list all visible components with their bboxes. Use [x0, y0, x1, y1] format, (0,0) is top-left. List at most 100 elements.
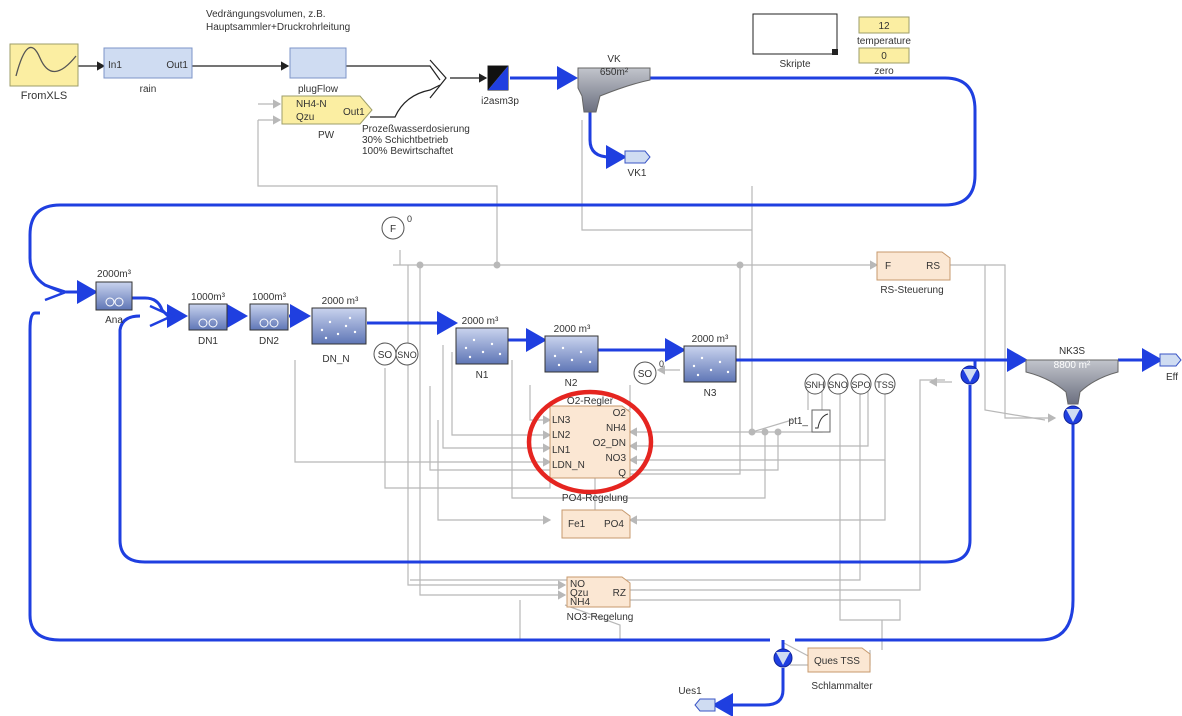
po4-out: PO4: [604, 519, 624, 530]
so-sensor[interactable]: SO: [373, 342, 397, 366]
vk-clarifier[interactable]: VK 650m²: [577, 54, 651, 113]
nk3s-label: NK3S: [1059, 346, 1085, 357]
n1-tank[interactable]: 2000 m³ N1: [455, 316, 509, 381]
vk1-outport[interactable]: VK1: [624, 150, 651, 179]
junction-dots: [416, 261, 782, 436]
n2-volume: 2000 m³: [554, 324, 591, 335]
ues1-outport[interactable]: Ues1: [678, 686, 716, 712]
nk3s-clarifier[interactable]: NK3S 8800 m²: [1025, 346, 1119, 405]
plugflow-label: plugFlow: [298, 84, 339, 95]
dn1-volume: 1000m³: [191, 292, 226, 303]
vk-label: VK: [607, 54, 621, 65]
dn2-tank[interactable]: 1000m³ DN2: [249, 292, 289, 347]
skripte-block[interactable]: Skripte: [752, 13, 838, 70]
zero-value: 0: [881, 51, 887, 62]
dnn-tank[interactable]: 2000 m³ DN_N: [311, 296, 367, 365]
so2-label: SO: [638, 369, 653, 380]
rain-in-port: In1: [108, 60, 122, 71]
snh-label: SNH: [805, 380, 824, 390]
spo-label: SPO: [851, 380, 870, 390]
o2-regler-block[interactable]: O2-Regler LN3 LN2 LN1 LDN_N O2 NH4 O2_DN…: [549, 396, 631, 479]
no3-regelung-block[interactable]: NO Qzu NH4 RZ NO3-Regelung: [566, 576, 634, 623]
sno2-sensor[interactable]: SNO: [827, 373, 849, 395]
annotation-line2: Hauptsammler+Druckrohrleitung: [206, 22, 350, 33]
schlammalter-label: Schlammalter: [811, 681, 873, 692]
dn1-label: DN1: [198, 336, 218, 347]
ques-label: Ques TSS: [814, 656, 860, 667]
skripte-label: Skripte: [779, 59, 811, 70]
no3-in-nh4: NH4: [570, 597, 590, 608]
ues1-label: Ues1: [678, 686, 702, 697]
fromxls-block[interactable]: FromXLS: [9, 43, 79, 102]
n3-label: N3: [704, 388, 717, 399]
dn2-volume: 1000m³: [252, 292, 287, 303]
flow-lines: [28, 66, 1163, 716]
no3-out: RZ: [613, 588, 626, 599]
o2-regler-title: O2-Regler: [567, 396, 614, 407]
ana-volume: 2000m³: [97, 269, 132, 280]
rs-label: RS-Steuerung: [880, 285, 943, 296]
n2-tank[interactable]: 2000 m³ N2: [544, 324, 599, 389]
i2asm3p-block[interactable]: i2asm3p: [481, 65, 519, 107]
input-signal-lines: [78, 61, 488, 118]
o2-out-q: Q: [618, 468, 626, 479]
schlammalter-block[interactable]: Ques TSS Schlammalter: [807, 647, 873, 692]
vk1-label: VK1: [628, 168, 647, 179]
n1-volume: 2000 m³: [462, 316, 499, 327]
pw-in-qzu: Qzu: [296, 112, 314, 123]
pw-note-line1: Prozeßwasserdosierung: [362, 124, 470, 135]
pw-note-line2: 30% Schichtbetrieb: [362, 135, 449, 146]
ana-mixer: [44, 283, 70, 302]
plugflow-block[interactable]: plugFlow: [289, 47, 347, 95]
temperature-constant[interactable]: 12 temperature: [857, 16, 911, 47]
mux-block[interactable]: [429, 59, 447, 99]
o2-in-ln1: LN1: [552, 445, 571, 456]
tss-label: TSS: [876, 380, 894, 390]
rain-out-port: Out1: [166, 60, 188, 71]
sno-sensor-label: SNO: [397, 350, 417, 360]
n3-tank[interactable]: 2000 m³ N3: [683, 334, 737, 399]
i2asm3p-label: i2asm3p: [481, 96, 519, 107]
o2-out-o2dn: O2_DN: [593, 438, 626, 449]
nk3s-area: 8800 m²: [1054, 360, 1091, 371]
rain-label: rain: [140, 84, 157, 95]
fromxls-label: FromXLS: [21, 90, 67, 102]
tss-sensor[interactable]: TSS: [874, 373, 896, 395]
f-sensor[interactable]: F 0: [381, 214, 412, 240]
pw-out: Out1: [343, 107, 365, 118]
dn2-label: DN2: [259, 336, 279, 347]
o2-in-ldnn: LDN_N: [552, 460, 585, 471]
pw-label: PW: [318, 130, 335, 141]
sno-sensor[interactable]: SNO: [395, 342, 419, 366]
nk3s-pump[interactable]: [1063, 405, 1083, 425]
temperature-value: 12: [878, 21, 890, 32]
dn-mixer: [149, 304, 176, 328]
annotation-line1: Vedrängungsvolumen, z.B.: [206, 9, 326, 20]
dn1-tank[interactable]: 1000m³ DN1: [188, 292, 228, 347]
return-sludge-pump[interactable]: [960, 365, 980, 385]
po4-in: Fe1: [568, 519, 586, 530]
so-sensor-n2[interactable]: SO 0: [633, 359, 664, 385]
o2-in-ln3: LN3: [552, 415, 571, 426]
excess-sludge-pump[interactable]: [773, 648, 793, 668]
rs-steuerung-block[interactable]: F RS RS-Steuerung: [876, 251, 951, 296]
n1-label: N1: [476, 370, 489, 381]
rain-block[interactable]: In1 Out1 rain: [103, 47, 193, 95]
po4-title: PO4-Regelung: [562, 493, 628, 504]
snh-sensor[interactable]: SNH: [804, 373, 826, 395]
eff-label: Eff: [1166, 372, 1178, 383]
zero-constant[interactable]: 0 zero: [858, 47, 910, 77]
pw-block[interactable]: NH4-N Qzu Out1 PW: [281, 95, 373, 141]
po4-regelung-block[interactable]: Fe1 PO4: [561, 509, 631, 539]
ana-tank[interactable]: 2000m³ Ana: [95, 269, 133, 326]
eff-outport[interactable]: Eff: [1159, 353, 1182, 383]
pt1-block[interactable]: pt1_: [789, 409, 831, 433]
so2-sup: 0: [659, 359, 664, 369]
spo-sensor[interactable]: SPO: [850, 373, 872, 395]
o2-out-nh4: NH4: [606, 423, 626, 434]
highlight-circle: [526, 389, 654, 495]
f-sensor-sup: 0: [407, 214, 412, 224]
pt1-label: pt1_: [789, 416, 809, 427]
